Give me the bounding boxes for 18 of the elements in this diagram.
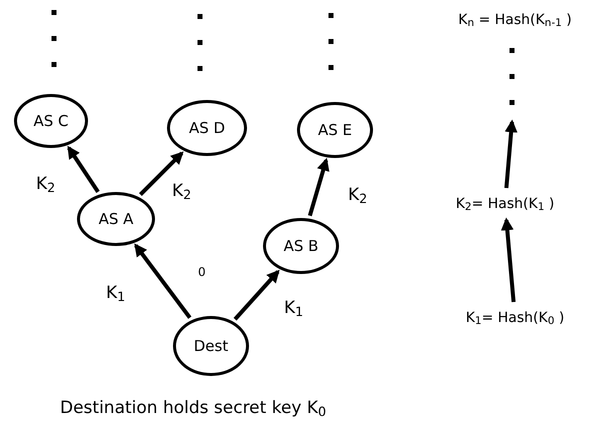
arrow xyxy=(139,151,184,196)
arrow xyxy=(134,243,192,319)
formula-text: K$_{2}$= Hash(K$_{1}$ ) xyxy=(430,191,580,217)
node-label: AS D xyxy=(188,118,226,139)
arrow xyxy=(67,146,100,193)
node-label: Dest xyxy=(194,336,228,357)
formula-text: K$_{1}$= Hash(K$_{0}$ ) xyxy=(440,305,590,331)
node-label: AS B xyxy=(284,236,318,257)
arrow xyxy=(500,217,516,302)
arrow xyxy=(504,119,518,188)
node-label: AS C xyxy=(33,110,69,132)
arrow xyxy=(308,158,330,216)
formula-text: K$_{n}$ = Hash(K$_{n-1}$ ) xyxy=(430,6,600,34)
node-label: AS A xyxy=(98,208,134,230)
stray-label: 0 xyxy=(198,266,206,278)
caption: Destination holds secret key K$_{0}$ xyxy=(60,397,326,422)
arrow xyxy=(234,270,280,321)
node-label: AS E xyxy=(318,120,352,141)
